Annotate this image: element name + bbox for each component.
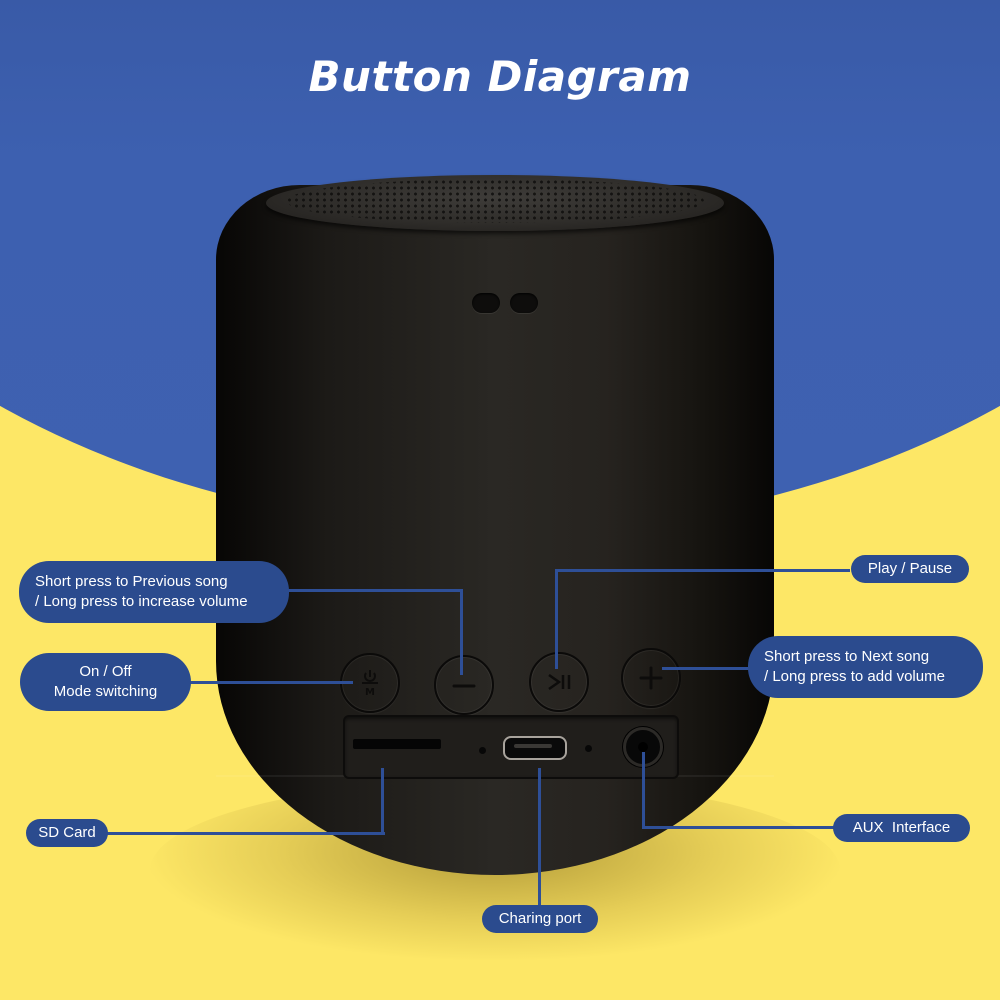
leader-line-previous bbox=[460, 589, 463, 675]
callout-charging-text: Charing port bbox=[498, 910, 582, 927]
callout-sd-card: SD Card bbox=[26, 819, 108, 847]
speaker-grille bbox=[286, 179, 704, 223]
leader-line-power bbox=[190, 681, 353, 684]
micro-usb-port[interactable] bbox=[503, 736, 567, 760]
callout-next-line2: / Long press to add volume bbox=[764, 668, 945, 685]
power-m-icon: M bbox=[362, 670, 378, 698]
leader-line-previous bbox=[285, 589, 462, 592]
leader-line-charging bbox=[538, 768, 541, 906]
microphone-holes bbox=[472, 293, 538, 313]
leader-line-play-pause bbox=[556, 569, 850, 572]
play-pause-icon bbox=[548, 673, 571, 691]
leader-line-play-pause bbox=[555, 569, 558, 669]
callout-next-line1: Short press to Next song bbox=[764, 648, 930, 665]
next-volume-up-button[interactable] bbox=[621, 648, 681, 708]
leader-line-next bbox=[662, 667, 750, 670]
sd-card-slot[interactable] bbox=[353, 739, 441, 749]
callout-power-line2: Mode switching bbox=[53, 683, 158, 700]
callout-aux: AUX Interface bbox=[833, 814, 970, 842]
callout-charging-port: Charing port bbox=[482, 905, 598, 933]
mic-hole bbox=[472, 293, 500, 313]
page-title: Button Diagram bbox=[308, 52, 692, 101]
callout-next-song: Short press to Next song / Long press to… bbox=[748, 636, 983, 698]
callout-previous-song: Short press to Previous song / Long pres… bbox=[19, 561, 289, 623]
callout-previous-line2: / Long press to increase volume bbox=[35, 593, 248, 610]
speaker-body: M bbox=[216, 175, 774, 875]
callout-aux-text: AUX Interface bbox=[852, 819, 951, 836]
callout-power-line1: On / Off bbox=[79, 663, 132, 680]
leader-line-aux bbox=[642, 752, 645, 829]
mic-hole bbox=[510, 293, 538, 313]
previous-volume-down-button[interactable] bbox=[434, 655, 494, 715]
leader-line-sd-card bbox=[381, 768, 384, 835]
callout-power-mode: On / Off Mode switching bbox=[20, 653, 191, 711]
leader-line-sd-card bbox=[105, 832, 385, 835]
callout-sd-card-text: SD Card bbox=[38, 824, 96, 841]
callout-previous-line1: Short press to Previous song bbox=[35, 573, 228, 590]
svg-text:M: M bbox=[365, 687, 375, 698]
callout-play-pause: Play / Pause bbox=[851, 555, 969, 583]
indicator-dot bbox=[479, 747, 486, 754]
minus-icon bbox=[452, 684, 476, 688]
leader-line-aux bbox=[642, 826, 837, 829]
play-pause-button[interactable] bbox=[529, 652, 589, 712]
port-panel bbox=[343, 715, 679, 779]
indicator-dot bbox=[585, 745, 592, 752]
callout-play-pause-text: Play / Pause bbox=[867, 560, 953, 577]
plus-icon bbox=[639, 666, 663, 690]
